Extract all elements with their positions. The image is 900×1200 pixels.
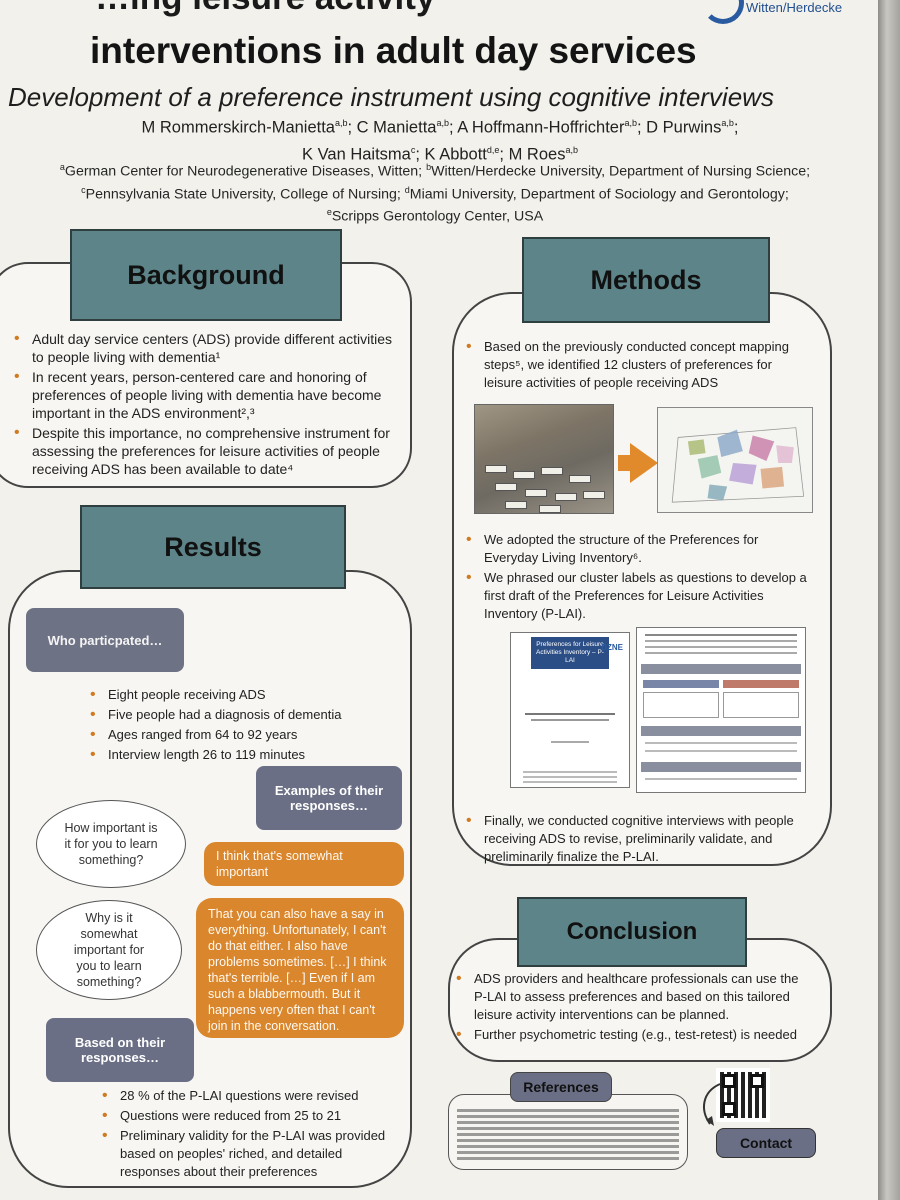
affiliation-marker: b [426,162,432,172]
affiliation-line-1: aGerman Center for Neurodegenerative Dis… [40,158,830,181]
title-line-2: interventions in adult day services [90,30,697,71]
conclusion-bullet: ADS providers and healthcare professiona… [452,970,808,1024]
process-arrow-stem [618,455,632,471]
p-lai-cover-image: Preferences for Leisure Activities Inven… [510,632,630,788]
author-affiliation-marker: a,b [565,144,578,155]
author-affiliation-marker: d,e [486,144,500,155]
examples-tag: Examples of their responses… [256,766,402,830]
title-line-1: …ing leisure activity [95,0,655,18]
background-title: Background [127,259,285,290]
conclusion-bullets: ADS providers and healthcare professiona… [452,970,808,1046]
results-header: Results [80,505,346,589]
conclusion-title: Conclusion [566,918,698,945]
affiliation-marker: a [59,162,65,172]
based-on-responses-tag: Based on their responses… [46,1018,194,1082]
affiliations: aGerman Center for Neurodegenerative Dis… [40,158,830,226]
affiliation-text: Scripps Gerontology Center, USA [331,209,544,226]
affiliation-text: Witten/Herdecke University, Department o… [431,163,811,180]
methods-title: Methods [590,264,702,295]
author-name: ; K Abbott [415,145,487,163]
subtitle: Development of a preference instrument u… [8,82,774,112]
question-bubble-2: Why is it somewhat important for you to … [36,900,182,1000]
question-bubble-1: How important is it for you to learn som… [36,800,186,888]
author-affiliation-marker: a,b [436,118,449,128]
methods-bullet: We phrased our cluster labels as questio… [462,569,812,623]
background-bullet: In recent years, person-centered care an… [10,368,400,422]
author-affiliation-marker: a,b [624,118,637,128]
methods-header: Methods [522,237,770,323]
conclusion-bullet: Further psychometric testing (e.g., test… [452,1026,808,1044]
logo-text: Witten/Herdecke [746,0,843,15]
participant-bullet: Five people had a diagnosis of dementia [86,706,406,724]
answer-box-2: That you can also have a say in everythi… [196,898,404,1038]
references-tag: References [510,1072,612,1102]
university-logo-icon [702,0,744,24]
contact-label: Contact [739,1135,793,1151]
conclusion-header: Conclusion [517,897,747,967]
background-bullets: Adult day service centers (ADS) provide … [10,330,400,480]
authors-line-2: K Van Haitsmac; K Abbottd,e; M Roesa,b [60,139,820,166]
who-participated-bullets: Eight people receiving ADS Five people h… [86,686,406,766]
poster: …ing leisure activity Witten/Herdecke in… [0,0,878,1200]
affiliation-line-2: cPennsylvania State University, College … [40,181,830,204]
references-block [448,1094,688,1170]
author-name: K Van Haitsma [302,145,411,163]
who-participated-tag: Who particpated… [26,608,184,672]
methods-bullet: We adopted the structure of the Preferen… [462,531,812,567]
affiliation-text: Pennsylvania State University, College o… [85,186,405,203]
authors-line-1: M Rommerskirch-Maniettaa,b; C Maniettaa,… [60,112,820,139]
contact-tag[interactable]: Contact [716,1128,816,1158]
author-name: ; A Hoffmann-Hoffrichter [448,118,625,137]
methods-bullet: Finally, we conducted cognitive intervie… [462,812,812,866]
cluster-map-figure [657,407,813,513]
outcome-bullet: 28 % of the P-LAI questions were revised [98,1087,398,1105]
concept-mapping-photo [474,404,614,514]
background-bullet: Adult day service centers (ADS) provide … [10,330,400,366]
curved-arrow-icon [703,1083,721,1126]
author-name: ; D Purwins [636,118,722,137]
p-lai-cover-title: Preferences for Leisure Activities Inven… [531,637,609,669]
author-name: ; [733,118,739,137]
author-name: M Rommerskirch-Manietta [141,118,335,137]
p-lai-page-image [636,627,806,793]
process-arrow-icon [630,443,658,483]
author-affiliation-marker: a,b [721,118,734,128]
results-outcome-bullets: 28 % of the P-LAI questions were revised… [98,1087,398,1183]
author-name: ; M Roes [499,145,566,163]
outcome-bullet: Questions were reduced from 25 to 21 [98,1107,398,1125]
results-title: Results [164,531,262,562]
contact-qr-code-icon[interactable] [716,1068,770,1122]
outcome-bullet: Preliminary validity for the P-LAI was p… [98,1127,398,1181]
answer-box-1: I think that's somewhat important [204,842,404,886]
authors: M Rommerskirch-Maniettaa,b; C Maniettaa,… [60,112,820,165]
author-name: ; C Manietta [347,118,437,137]
affiliation-marker: d [404,184,410,195]
background-header: Background [70,229,342,321]
affiliation-line-3: eScripps Gerontology Center, USA [40,203,830,226]
methods-bullets-mid: We adopted the structure of the Preferen… [462,531,812,625]
affiliation-text: Miami University, Department of Sociolog… [409,186,789,203]
methods-bullet: Based on the previously conducted concep… [462,338,812,392]
references-title: References [523,1079,599,1095]
affiliation-marker: c [81,184,86,195]
dzne-logo: DZNE [601,643,623,652]
participant-bullet: Interview length 26 to 119 minutes [86,746,406,764]
background-bullet: Despite this importance, no comprehensiv… [10,424,400,478]
author-affiliation-marker: a,b [334,118,348,128]
participant-bullet: Ages ranged from 64 to 92 years [86,726,406,744]
author-affiliation-marker: c [410,144,416,155]
methods-bullets-top: Based on the previously conducted concep… [462,338,812,394]
participant-bullet: Eight people receiving ADS [86,686,406,704]
methods-bullets-bottom: Finally, we conducted cognitive intervie… [462,812,812,868]
affiliation-marker: e [326,207,332,218]
poster-board-frame [878,0,900,1200]
affiliation-text: German Center for Neurodegenerative Dise… [64,163,427,180]
